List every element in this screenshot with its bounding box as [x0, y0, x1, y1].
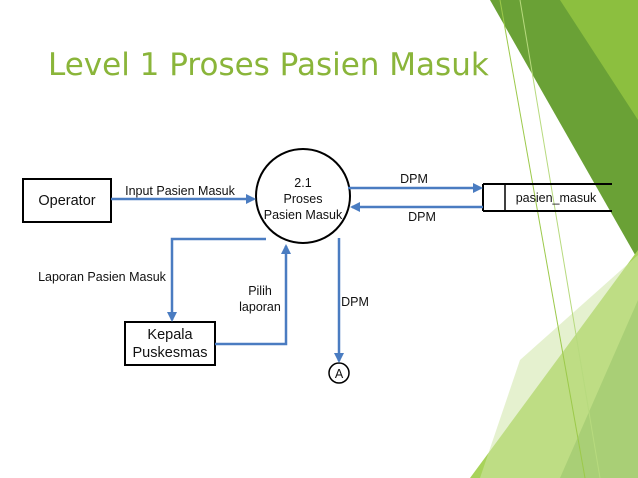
process-name-line1: Proses — [284, 192, 323, 206]
kepala-label-line2: Puskesmas — [133, 345, 208, 361]
flow-pilih-laporan-arrow — [215, 244, 291, 346]
flow-dpm-to-store-label: DPM — [400, 172, 428, 186]
datastore-pasien-masuk: pasien_masuk — [482, 183, 612, 212]
deco-shape-dark — [490, 0, 638, 260]
flow-laporan-label: Laporan Pasien Masuk — [38, 270, 167, 284]
flow-pilih-label-line2: laporan — [239, 300, 281, 314]
connector-a: A — [328, 362, 350, 384]
deco-shape-mid — [560, 0, 638, 120]
kepala-puskesmas-entity: Kepala Puskesmas — [124, 321, 216, 366]
flow-input-pasien-masuk-label: Input Pasien Masuk — [125, 184, 236, 198]
process-name-line2: Pasien Masuk — [264, 208, 343, 222]
deco-line-2 — [519, 0, 601, 478]
slide-title: Level 1 Proses Pasien Masuk — [48, 47, 489, 83]
operator-entity: Operator — [22, 178, 112, 223]
flow-dpm-from-store-label: DPM — [408, 210, 436, 224]
kepala-label-line1: Kepala — [147, 327, 193, 343]
datastore-name: pasien_masuk — [516, 191, 597, 205]
flow-laporan-arrow — [167, 237, 266, 322]
process-2-1: 2.1 Proses Pasien Masuk — [255, 148, 351, 244]
flow-dpm-to-connector-label: DPM — [341, 295, 369, 309]
process-number: 2.1 — [294, 176, 311, 190]
flow-pilih-label-line1: Pilih — [248, 284, 272, 298]
deco-line-1 — [499, 0, 586, 478]
deco-shape-pale — [480, 255, 638, 478]
operator-label: Operator — [38, 193, 95, 209]
connector-label: A — [335, 367, 344, 381]
